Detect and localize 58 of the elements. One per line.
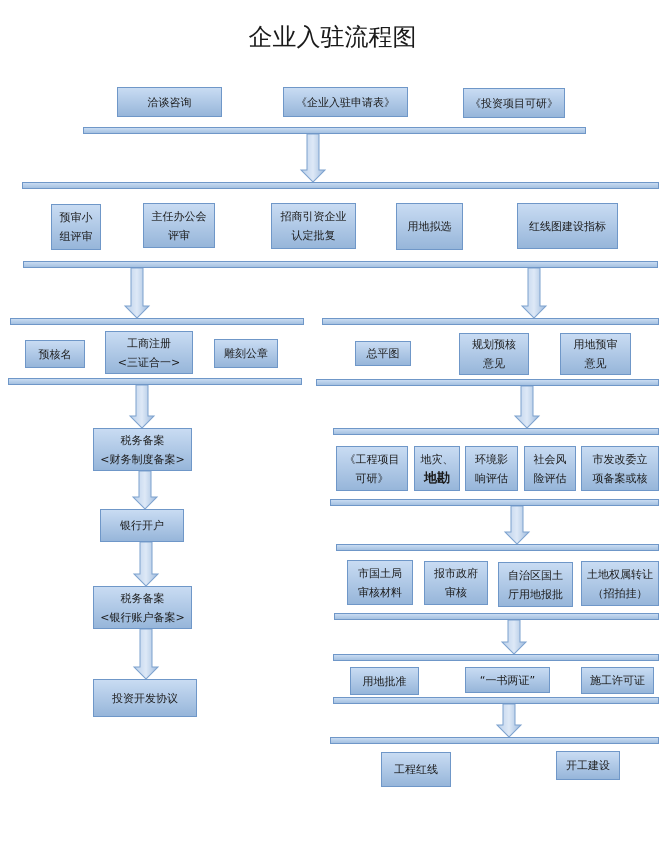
process-box: 报市政府审核 (424, 561, 488, 605)
connector-bar (333, 697, 659, 704)
connector-bar (330, 737, 659, 744)
block-arrow (132, 628, 160, 680)
process-box: 雕刻公章 (214, 339, 278, 368)
process-box: 《企业入驻申请表》 (283, 87, 408, 117)
process-box: 自治区国土厅用地报批 (498, 562, 573, 607)
connector-bar (322, 318, 659, 325)
title: 企业入驻流程图 (248, 22, 418, 53)
block-arrow (514, 386, 540, 429)
block-arrow (520, 268, 548, 319)
connector-bar (330, 499, 659, 506)
connector-bar (334, 613, 659, 620)
connector-bar (316, 379, 659, 386)
process-box: 地灾、地勘 (414, 446, 460, 491)
process-box: 预核名 (25, 340, 85, 368)
process-box: 投资开发协议 (93, 679, 197, 717)
block-arrow (124, 268, 150, 319)
connector-bar (336, 544, 659, 551)
block-arrow (132, 470, 158, 510)
connector-bar (23, 261, 658, 268)
process-box: 《投资项目可研》 (463, 88, 565, 118)
process-box: 税务备案 <财务制度备案> (93, 428, 192, 471)
process-box: 主任办公会评审 (143, 203, 215, 248)
process-box: 洽谈咨询 (117, 87, 222, 117)
block-arrow (128, 384, 156, 429)
process-box: 工商注册 <三证合一> (105, 331, 193, 374)
process-box: 工程红线 (381, 752, 451, 787)
process-box: 社会风险评估 (524, 446, 576, 491)
process-box: 规划预核意见 (459, 333, 529, 375)
process-box: 红线图建设指标 (517, 203, 618, 249)
process-box: 开工建设 (556, 751, 620, 780)
connector-bar (333, 654, 659, 661)
process-box: 用地拟选 (396, 203, 463, 250)
block-arrow (132, 542, 160, 587)
connector-bar (83, 127, 586, 134)
process-box: 用地批准 (350, 667, 419, 695)
process-box: 环境影响评估 (465, 446, 518, 491)
connector-bar (22, 182, 659, 189)
process-box: 总平图 (355, 341, 411, 366)
process-box: 市发改委立项备案或核 (581, 446, 659, 491)
connector-bar (333, 428, 659, 435)
process-box: “一书两证” (465, 667, 550, 693)
process-box: 用地预审意见 (560, 333, 631, 375)
process-box: 市国土局审核材料 (347, 560, 413, 605)
process-box: 招商引资企业认定批复 (271, 203, 356, 249)
block-arrow (500, 620, 528, 655)
process-box: 土地权属转让（招拍挂） (581, 561, 659, 606)
connector-bar (8, 378, 302, 385)
process-box: 税务备案 <银行账户备案> (93, 586, 192, 629)
block-arrow (300, 134, 326, 183)
block-arrow (496, 704, 522, 738)
process-box: 银行开户 (100, 509, 184, 542)
process-box: 施工许可证 (581, 667, 654, 694)
process-box: 《工程项目可研》 (336, 446, 408, 491)
block-arrow (504, 506, 530, 545)
process-box: 预审小组评审 (51, 204, 101, 250)
connector-bar (10, 318, 304, 325)
